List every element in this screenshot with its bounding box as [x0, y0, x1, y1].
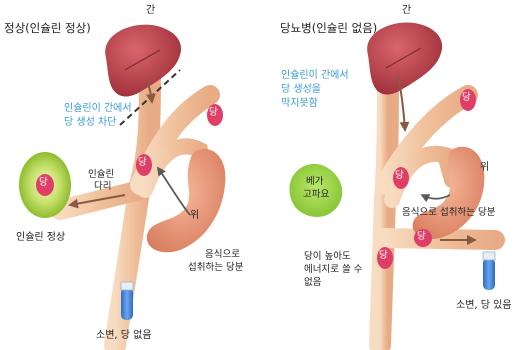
right-food-label: 음식으로 섭취하는 당분 [402, 208, 495, 219]
left-title: 정상(인슐린 정상) [4, 22, 91, 35]
right-urine-caption: 소변, 당 있음 [456, 300, 512, 312]
right-energy-line1: 당이 높아도 [304, 252, 351, 263]
right-sugar-label-1: 당 [462, 93, 471, 104]
right-food-arrow [422, 195, 450, 199]
left-sugar-label-3: 당 [39, 178, 48, 189]
right-sugar-label-3: 당 [417, 232, 426, 243]
right-urine-tube [483, 252, 495, 290]
left-insulin-bridge-line1: 인슐린 [88, 170, 114, 181]
right-liver [367, 23, 442, 95]
left-cell-caption: 인슐린 정상 [16, 232, 65, 244]
left-urine-caption: 소변, 당 없음 [96, 330, 152, 342]
right-sugar-label-4: 당 [379, 251, 388, 262]
left-food-line2: 섭취하는 당분 [188, 263, 243, 274]
left-liver-label: 간 [146, 5, 155, 17]
left-sugar-label-1: 당 [209, 108, 218, 119]
left-insulin-bridge-line2: 다리 [94, 182, 111, 193]
left-urine-tube [121, 282, 133, 320]
right-insulin-fails-line2: 당 생성을 [281, 84, 321, 96]
right-energy-line3: 없음 [304, 278, 321, 289]
left-liver [105, 25, 181, 97]
left-insulin-blocks-line2: 당 생성 차단 [64, 117, 116, 129]
left-food-arrow [158, 168, 190, 215]
right-sugar-label-2: 당 [395, 171, 404, 182]
left-food-line1: 음식으로 [205, 250, 240, 261]
right-hungry-line1: 베가 [306, 177, 323, 188]
right-hungry-line2: 고파요 [303, 190, 329, 201]
right-insulin-fails-line1: 인슐린이 간에서 [281, 70, 349, 82]
right-energy-line2: 에너지로 쓸 수 [304, 265, 362, 276]
right-liver-label: 간 [402, 5, 411, 17]
right-stomach-label: 위 [480, 162, 489, 174]
left-stomach-label: 위 [190, 210, 199, 222]
right-title: 당뇨병(인슐린 없음) [280, 22, 377, 35]
right-insulin-fails-line3: 막지못함 [281, 98, 318, 110]
left-insulin-blocks-line1: 인슐린이 간에서 [64, 103, 132, 115]
left-sugar-label-2: 당 [138, 158, 147, 169]
